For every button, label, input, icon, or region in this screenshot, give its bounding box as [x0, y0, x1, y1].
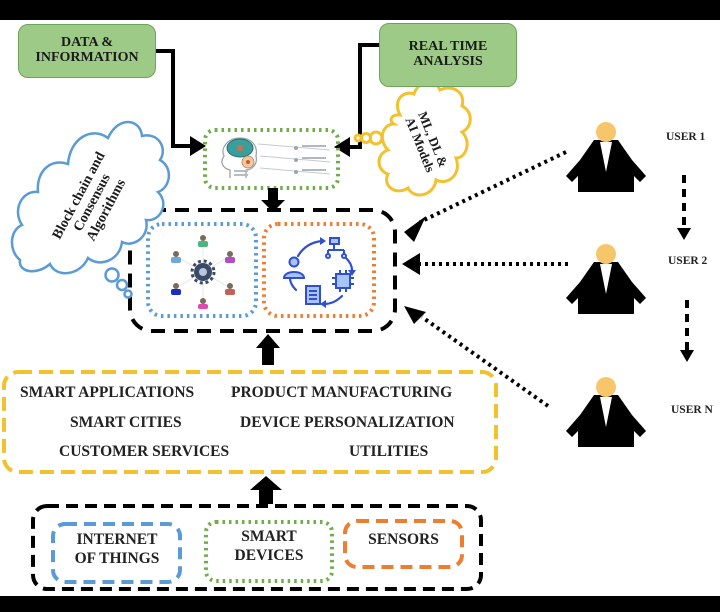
arrow-ai-to-core [261, 188, 285, 212]
data-information-box: DATA & INFORMATION [18, 24, 156, 78]
app-product-manufacturing: PRODUCT MANUFACTURING [231, 384, 453, 401]
gear-icon [190, 259, 216, 285]
person-glyph [282, 256, 306, 279]
connector-usern [420, 315, 550, 408]
real-time-analysis-label: REAL TIME ANALYSIS [408, 39, 488, 69]
diagram-graphics [2, 43, 694, 591]
user-connectors [419, 150, 568, 408]
applications-frame [2, 370, 498, 474]
person-icons [171, 235, 235, 309]
architecture-diagram: DATA & INFORMATION REAL TIME ANALYSIS Bl… [0, 20, 720, 596]
user-shirt [600, 264, 612, 294]
arrowhead-usern [404, 306, 426, 324]
arrow-sources-to-apps [250, 476, 282, 504]
document-glyph [305, 285, 321, 305]
connector-rta-to-ai [334, 43, 380, 157]
flowchart-glyph [325, 237, 347, 259]
connector-user1 [419, 150, 567, 224]
connector-data-to-ai [155, 49, 206, 156]
user-head [596, 244, 616, 264]
user-head [596, 122, 616, 142]
app-smart-applications: SMART APPLICATIONS [20, 384, 195, 401]
user-sequence-arrows [677, 175, 694, 362]
sensors-frame [343, 519, 464, 569]
user-head [596, 377, 616, 397]
data-information-label: DATA & INFORMATION [35, 35, 139, 65]
blockchain-cloud-icon [10, 120, 170, 299]
source-sensors: SENSORS [368, 531, 439, 548]
user-n-label: USER N [671, 404, 713, 416]
source-smart-devices: SMART DEVICES [208, 528, 330, 565]
source-internet-of-things: INTERNET OF THINGS [55, 531, 179, 568]
ml-models-cloud-icon [353, 81, 472, 197]
real-time-analysis-box: REAL TIME ANALYSIS [379, 23, 517, 87]
user-avatar-icon [566, 377, 646, 447]
user-avatar-icon [566, 122, 646, 192]
smart-devices-line-2: DEVICES [234, 546, 304, 564]
core-left-frame [146, 222, 258, 318]
ai-brain-head-icon [212, 134, 334, 184]
app-device-personalization: DEVICE PERSONALIZATION [240, 414, 455, 431]
user-shirt [600, 142, 612, 172]
sources-frame [31, 504, 483, 591]
smart-devices-line-1: SMART [241, 528, 297, 545]
chip-glyph [332, 270, 354, 292]
user-avatar-icon [566, 244, 646, 314]
user-2-label: USER 2 [668, 255, 708, 267]
workflow-cycle-icon [278, 232, 362, 312]
arrowhead-user1 [404, 216, 426, 242]
smart-devices-frame [204, 520, 334, 583]
arrow-apps-to-core [256, 334, 280, 365]
user-network-gear-icon [158, 232, 248, 310]
user-shirt [600, 397, 612, 427]
app-customer-services: CUSTOMER SERVICES [59, 443, 230, 460]
core-right-frame [262, 222, 376, 318]
app-utilities: UTILITIES [349, 443, 429, 460]
iot-line-1: INTERNET [76, 531, 158, 548]
app-smart-cities: SMART CITIES [70, 414, 182, 431]
iot-frame [51, 522, 182, 584]
arrowhead-user2 [402, 253, 420, 275]
user-1-label: USER 1 [666, 131, 706, 143]
iot-line-2: OF THINGS [74, 549, 160, 567]
